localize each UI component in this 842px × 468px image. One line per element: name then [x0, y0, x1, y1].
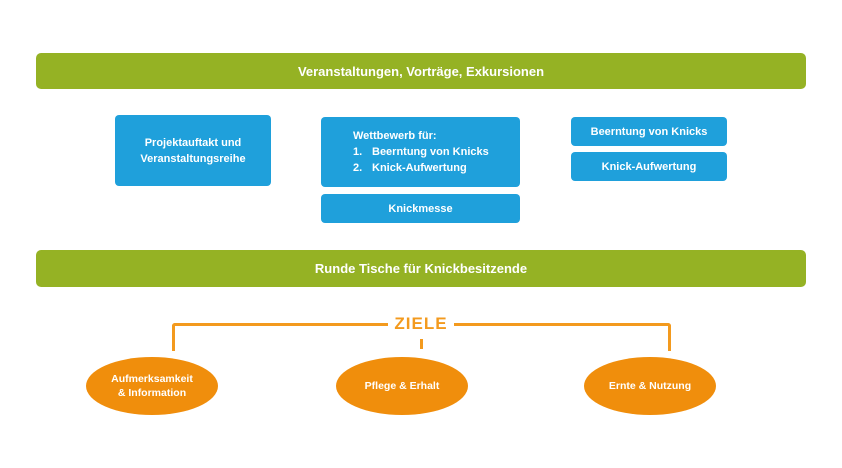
goals-bracket-center [420, 339, 423, 349]
competition-item: 1. Beerntung von Knicks [353, 144, 489, 160]
goal-care: Pflege & Erhalt [336, 357, 468, 415]
goal-label-line1: Pflege & Erhalt [364, 380, 440, 392]
competition-item-number: 2. [353, 162, 363, 174]
goals-heading: ZIELE [388, 314, 454, 336]
round-tables-banner: Runde Tische für Knickbesitzende [36, 250, 806, 287]
harvest-box: Beerntung von Knicks [571, 117, 727, 146]
goal-harvest: Ernte & Nutzung [584, 357, 716, 415]
competition-item: 2. Knick-Aufwertung [353, 160, 489, 176]
fair-label: Knickmesse [388, 202, 453, 215]
goals-bracket-left [172, 323, 175, 351]
kickoff-box: Projektauftakt und Veranstaltungsreihe [115, 115, 271, 186]
kickoff-line1: Projektauftakt und [144, 136, 242, 149]
goal-label-line1: Ernte & Nutzung [608, 380, 692, 392]
goals-heading-wrap: ZIELE [371, 314, 471, 336]
upgrade-box: Knick-Aufwertung [571, 152, 727, 181]
goal-awareness: Aufmerksamkeit & Information [86, 357, 218, 415]
competition-title: Wettbewerb für: [353, 130, 437, 142]
competition-item-number: 1. [353, 146, 363, 158]
round-tables-label: Runde Tische für Knickbesitzende [314, 261, 528, 276]
competition-item-label: Knick-Aufwertung [372, 162, 467, 174]
kickoff-line2: Veranstaltungsreihe [140, 152, 246, 165]
upgrade-label: Knick-Aufwertung [601, 160, 697, 173]
events-banner: Veranstaltungen, Vorträge, Exkursionen [36, 53, 806, 89]
goals-bracket-right [668, 323, 671, 351]
goal-label-line2: & Information [117, 387, 187, 399]
competition-item-label: Beerntung von Knicks [372, 146, 489, 158]
goal-label-line1: Aufmerksamkeit [111, 373, 193, 385]
fair-box: Knickmesse [321, 194, 520, 223]
events-banner-label: Veranstaltungen, Vorträge, Exkursionen [297, 63, 545, 79]
competition-box: Wettbewerb für: 1. Beerntung von Knicks 2… [321, 117, 520, 187]
harvest-label: Beerntung von Knicks [590, 125, 708, 138]
